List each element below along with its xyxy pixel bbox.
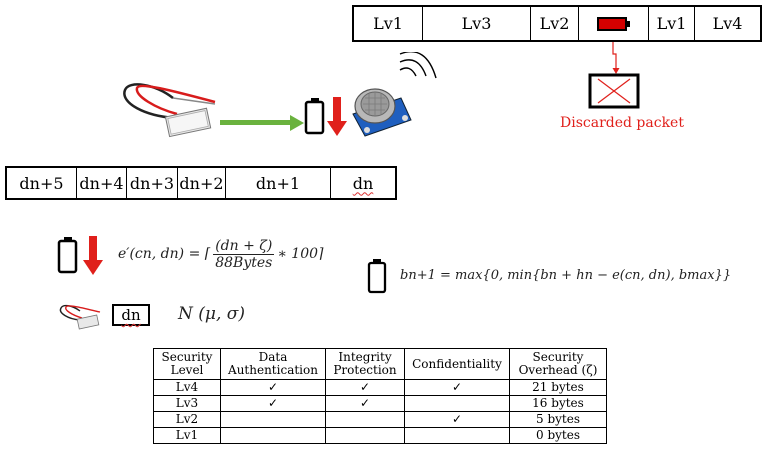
table-cell — [220, 411, 326, 428]
packet-cell: Lv4 — [694, 7, 760, 40]
security-levels-table: Security Level Data Authentication Integ… — [153, 348, 607, 444]
header-integrity-protection: Integrity Protection — [325, 348, 405, 380]
table-cell — [404, 427, 510, 444]
table-cell — [325, 427, 405, 444]
discard-connector — [612, 42, 620, 74]
data-stream-bar: dn+5 dn+4 dn+3 dn+2 dn+1 dn — [5, 166, 397, 200]
header-security-overhead: Security Overhead (ζ) — [509, 348, 607, 380]
packet-cell: Lv3 — [422, 7, 530, 40]
header-security-level: Security Level — [153, 348, 221, 380]
stream-cell-current: dn — [330, 168, 395, 198]
distribution-formula: N (μ, σ) — [178, 304, 246, 324]
green-arrow-icon — [220, 115, 304, 131]
table-cell — [325, 411, 405, 428]
table-cell: ✓ — [325, 395, 405, 412]
energy-fraction: (dn + ζ) 88Bytes — [213, 237, 275, 271]
packet-battery-cell — [578, 7, 648, 40]
table-row: Lv3 ✓ ✓ 16 bytes — [153, 395, 607, 412]
dn-box: dn — [112, 304, 150, 326]
header-confidentiality: Confidentiality — [404, 348, 510, 380]
energy-numerator: (dn + ζ) — [213, 237, 275, 255]
table-cell: ✓ — [404, 379, 510, 396]
gas-sensor-icon — [352, 88, 412, 137]
table-cell — [404, 395, 510, 412]
table-cell: ✓ — [220, 395, 326, 412]
energy-formula: e′(cn, dn) = ⌈ (dn + ζ) 88Bytes ∗ 100⌉ — [118, 234, 324, 274]
battery-icon — [367, 259, 387, 294]
table-row: Lv1 0 bytes — [153, 427, 607, 444]
table-cell: 5 bytes — [509, 411, 607, 428]
stream-cell: dn+4 — [76, 168, 126, 198]
crossed-box-icon — [588, 73, 640, 109]
table-cell: 21 bytes — [509, 379, 607, 396]
stream-cell: dn+1 — [225, 168, 330, 198]
table-cell: Lv3 — [153, 395, 221, 412]
table-cell: ✓ — [220, 379, 326, 396]
top-packet-bar: Lv1 Lv3 Lv2 Lv1 Lv4 — [352, 5, 762, 42]
battery-icon — [304, 98, 325, 135]
table-cell: Lv1 — [153, 427, 221, 444]
stream-cell-label: dn — [352, 173, 374, 193]
dn-box-label: dn — [121, 306, 141, 324]
packet-cell: Lv2 — [530, 7, 578, 40]
table-row: Lv2 ✓ 5 bytes — [153, 411, 607, 428]
packet-cell: Lv1 — [373, 14, 403, 33]
wireless-signal-icon — [399, 52, 437, 79]
thermoelectric-harvester-icon — [123, 83, 216, 138]
table-header-row: Security Level Data Authentication Integ… — [153, 348, 607, 380]
stream-cell: dn+3 — [126, 168, 177, 198]
stream-cell: dn+2 — [177, 168, 225, 198]
energy-denominator: 88Bytes — [215, 254, 273, 271]
table-cell: 16 bytes — [509, 395, 607, 412]
table-cell: Lv4 — [153, 379, 221, 396]
table-cell — [220, 427, 326, 444]
table-row: Lv4 ✓ ✓ ✓ 21 bytes — [153, 379, 607, 396]
red-down-arrow-icon — [327, 97, 347, 136]
header-data-authentication: Data Authentication — [220, 348, 326, 380]
table-cell: 0 bytes — [509, 427, 607, 444]
battery-update-formula: bn+1 = max{0, min{bn + hn − e(cn, dn), b… — [400, 268, 732, 283]
table-cell: ✓ — [325, 379, 405, 396]
battery-icon — [57, 237, 78, 274]
red-down-arrow-icon — [83, 236, 103, 275]
table-cell: Lv2 — [153, 411, 221, 428]
red-battery-icon — [596, 16, 630, 31]
packet-cell: Lv1 — [648, 7, 694, 40]
stream-cell: dn+5 — [19, 173, 64, 193]
energy-formula-lhs: e′(cn, dn) = ⌈ — [118, 246, 211, 262]
energy-formula-rhs: ∗ 100⌉ — [277, 246, 324, 262]
table-cell: ✓ — [404, 411, 510, 428]
discarded-label: Discarded packet — [560, 115, 684, 131]
thermoelectric-harvester-icon — [59, 304, 101, 330]
